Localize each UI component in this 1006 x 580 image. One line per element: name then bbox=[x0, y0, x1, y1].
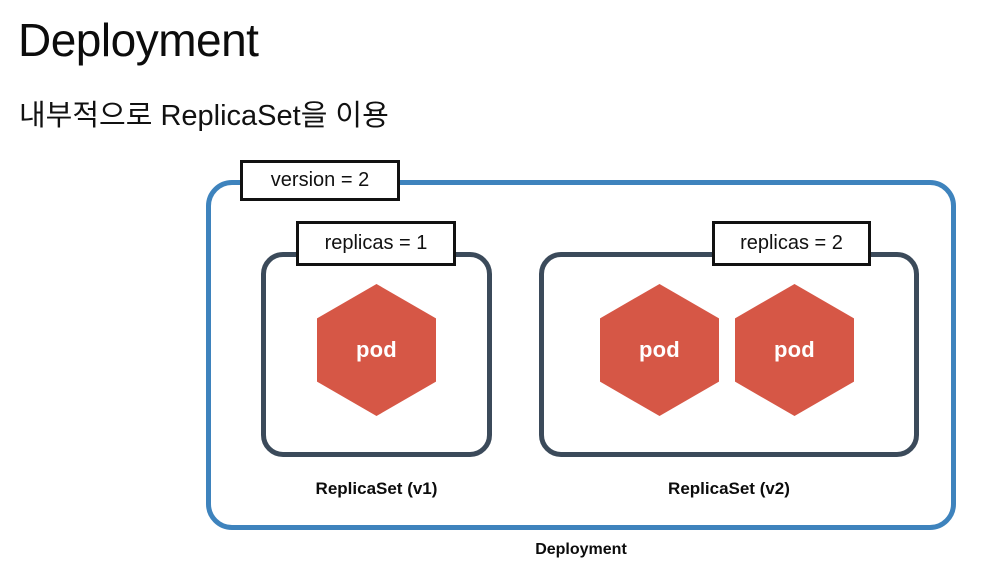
pod-label: pod bbox=[639, 337, 680, 362]
pod-label: pod bbox=[356, 337, 397, 362]
slide-title: Deployment bbox=[18, 14, 259, 66]
deployment-caption: Deployment bbox=[535, 541, 627, 558]
deployment-container bbox=[206, 180, 956, 530]
replicaset-v2-caption: ReplicaSet (v2) bbox=[668, 479, 790, 498]
deployment-version-box: version = 2 bbox=[240, 160, 400, 201]
replicaset-v2-replicas-box: replicas = 2 bbox=[712, 221, 871, 266]
replicaset-v1-replicas-box: replicas = 1 bbox=[296, 221, 456, 266]
replicaset-v2-container bbox=[539, 252, 919, 457]
slide-subtitle: 내부적으로 ReplicaSet을 이용 bbox=[19, 100, 389, 132]
pod-label: pod bbox=[774, 337, 815, 362]
replicaset-v1-caption: ReplicaSet (v1) bbox=[315, 479, 438, 498]
